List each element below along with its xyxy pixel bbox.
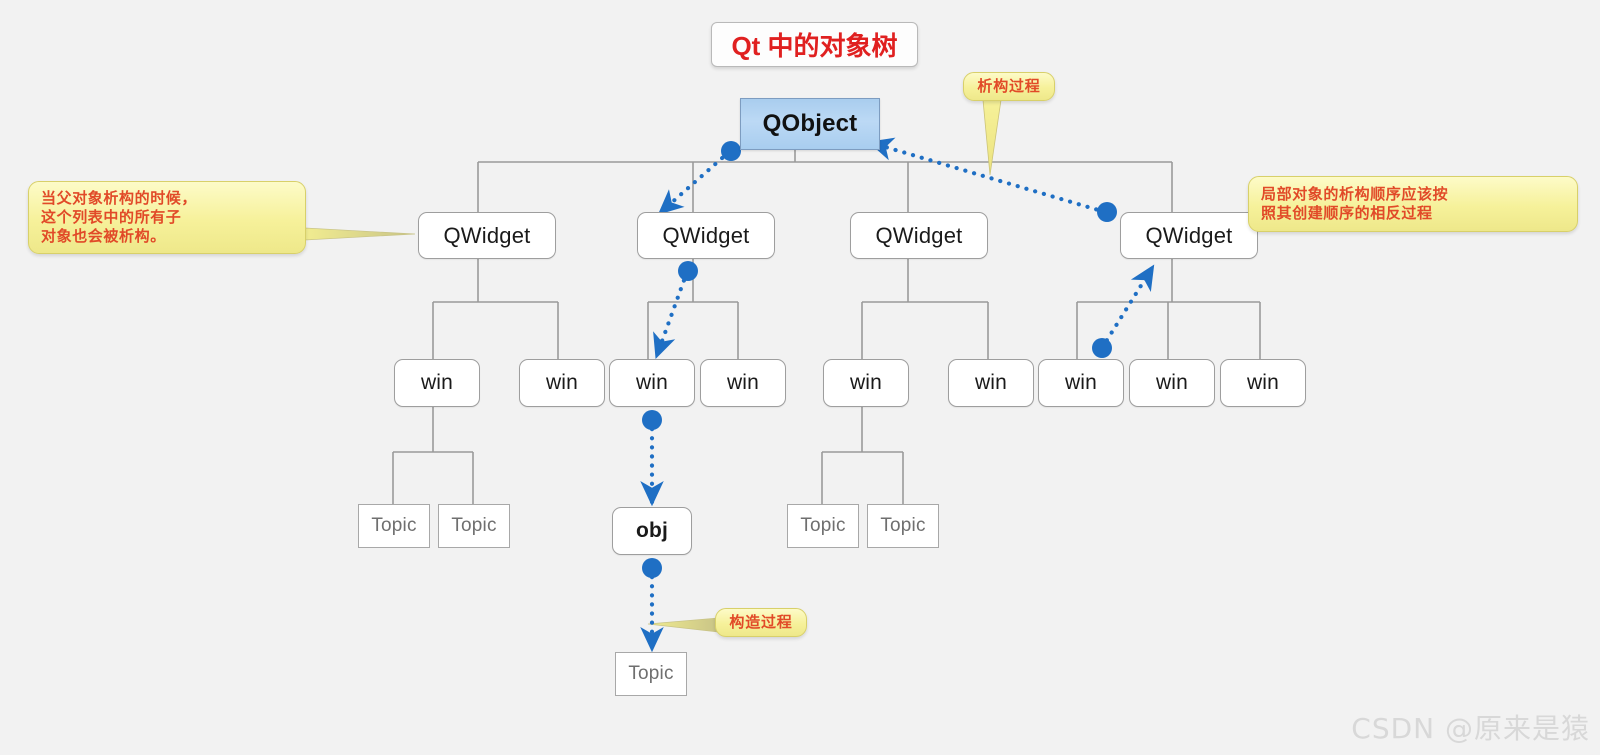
- node-win-3[interactable]: win: [609, 359, 695, 407]
- callout-construct-process: 构造过程: [715, 608, 807, 637]
- node-topic-3[interactable]: Topic: [787, 504, 859, 548]
- watermark: CSDN @原来是猿: [1351, 712, 1590, 745]
- callout-local-order-line-1: 局部对象的析构顺序应该按: [1261, 184, 1449, 203]
- node-topic-2[interactable]: Topic: [438, 504, 510, 548]
- node-win-1[interactable]: win: [394, 359, 480, 407]
- node-topic-1[interactable]: Topic: [358, 504, 430, 548]
- node-win-2[interactable]: win: [519, 359, 605, 407]
- node-win-7[interactable]: win: [1038, 359, 1124, 407]
- callout-destruct-process-text: 析构过程: [977, 76, 1041, 95]
- node-topic-4[interactable]: Topic: [867, 504, 939, 548]
- node-win-9[interactable]: win: [1220, 359, 1306, 407]
- callout-parent-destruct-line-3: 对象也会被析构。: [41, 227, 166, 246]
- node-obj[interactable]: obj: [612, 507, 692, 555]
- node-win-6[interactable]: win: [948, 359, 1034, 407]
- callout-construct-process-text: 构造过程: [729, 612, 793, 631]
- callout-local-order-line-2: 照其创建顺序的相反过程: [1261, 204, 1433, 222]
- callout-destruct-process: 析构过程: [963, 72, 1055, 101]
- node-qobject[interactable]: QObject: [740, 98, 880, 150]
- tree-connectors: [392, 150, 1261, 504]
- callout-parent-destruct-line-2: 这个列表中的所有子: [41, 207, 182, 226]
- node-win-8[interactable]: win: [1129, 359, 1215, 407]
- node-obj-topic[interactable]: Topic: [615, 652, 687, 696]
- node-win-5[interactable]: win: [823, 359, 909, 407]
- callout-parent-destruct: 当父对象析构的时候， 这个列表中的所有子 对象也会被析构。: [28, 181, 306, 254]
- node-qwidget-3[interactable]: QWidget: [850, 212, 988, 259]
- node-qwidget-1[interactable]: QWidget: [418, 212, 556, 259]
- node-win-4[interactable]: win: [700, 359, 786, 407]
- node-qwidget-4[interactable]: QWidget: [1120, 212, 1258, 259]
- callout-local-order: 局部对象的析构顺序应该按 照其创建顺序的相反过程: [1248, 176, 1578, 232]
- callout-parent-destruct-line-1: 当父对象析构的时候，: [41, 188, 198, 207]
- node-qwidget-2[interactable]: QWidget: [637, 212, 775, 259]
- page-title: Qt 中的对象树: [711, 22, 918, 67]
